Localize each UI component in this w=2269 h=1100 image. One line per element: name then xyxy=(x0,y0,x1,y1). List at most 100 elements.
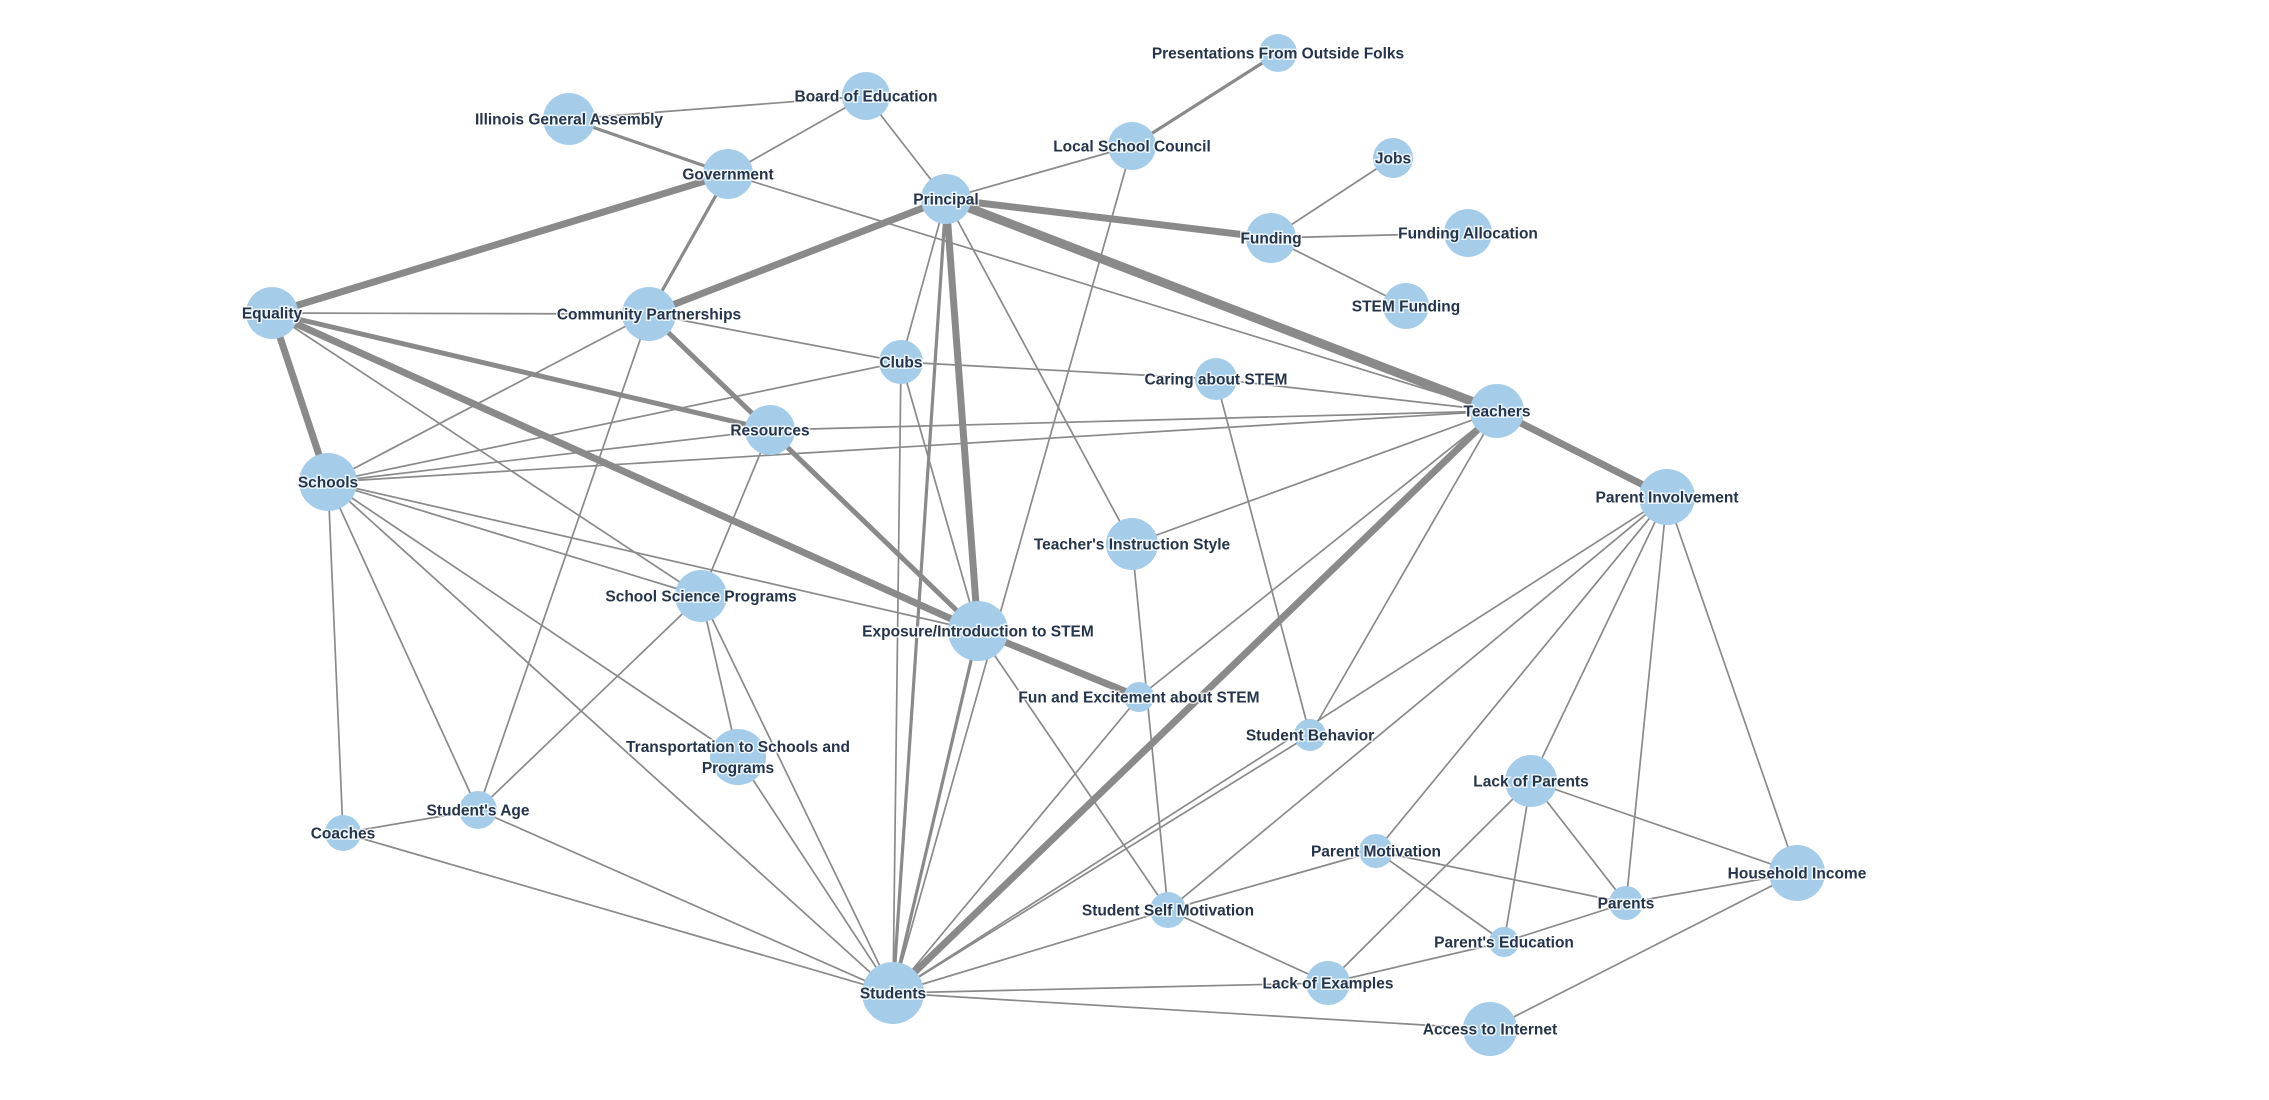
graph-edge xyxy=(1131,543,1169,911)
graph-node[interactable] xyxy=(1246,213,1296,263)
graph-edge xyxy=(327,481,979,632)
graph-node[interactable] xyxy=(675,570,727,622)
graph-edge xyxy=(900,361,1217,380)
graph-edge xyxy=(1503,780,1532,943)
graph-edge xyxy=(892,496,1668,994)
graph-edge xyxy=(727,173,1498,412)
graph-edge xyxy=(268,309,982,635)
graph-edge xyxy=(892,992,1491,1030)
graph-edge xyxy=(1167,496,1668,911)
graph-node[interactable] xyxy=(1463,1002,1517,1056)
graph-node[interactable] xyxy=(1609,886,1643,920)
graph-node[interactable] xyxy=(325,815,361,851)
graph-edge xyxy=(945,198,1133,545)
graph-edge xyxy=(268,170,732,317)
graph-node[interactable] xyxy=(1294,719,1326,751)
node-layer xyxy=(246,34,1825,1056)
graph-edge xyxy=(1138,410,1498,698)
graph-edge xyxy=(268,309,332,486)
graph-node[interactable] xyxy=(1769,845,1825,901)
graph-node[interactable] xyxy=(1489,927,1519,957)
graph-node[interactable] xyxy=(1195,358,1237,400)
graph-edge xyxy=(1530,780,1798,874)
graph-node[interactable] xyxy=(299,453,357,511)
graph-node[interactable] xyxy=(543,93,595,145)
graph-edge xyxy=(271,312,702,597)
graph-edge xyxy=(1489,872,1798,1030)
graph-edge xyxy=(327,481,739,758)
graph-edge xyxy=(327,481,894,994)
graph-edge xyxy=(892,145,1133,994)
graph-edge xyxy=(1167,909,1329,984)
graph-edge xyxy=(1309,410,1498,736)
graph-edge xyxy=(1215,378,1498,412)
graph-edge xyxy=(1270,232,1469,239)
graph-edge xyxy=(889,407,1501,997)
graph-node[interactable] xyxy=(1108,122,1156,170)
graph-edge xyxy=(1167,850,1377,911)
graph-node[interactable] xyxy=(948,601,1008,661)
graph-edge xyxy=(769,410,1498,431)
graph-edge xyxy=(1215,378,1311,736)
graph-edge xyxy=(1270,237,1407,307)
graph-edge xyxy=(1131,410,1498,545)
graph-edge xyxy=(567,117,730,176)
graph-edge xyxy=(941,194,1502,416)
graph-node[interactable] xyxy=(1106,518,1158,570)
graph-edge xyxy=(942,195,982,635)
graph-edge xyxy=(477,595,702,811)
graph-node[interactable] xyxy=(1639,469,1695,525)
graph-edge xyxy=(1493,407,1671,501)
graph-edge xyxy=(1130,51,1280,148)
graph-edge xyxy=(769,429,979,632)
graph-edge xyxy=(327,313,650,483)
graph-edge xyxy=(700,429,771,597)
graph-edge xyxy=(900,198,947,363)
graph-edge xyxy=(327,361,902,483)
graph-edge xyxy=(645,195,950,318)
graph-edge xyxy=(900,361,979,632)
graph-edge xyxy=(892,982,1329,994)
graph-node[interactable] xyxy=(1306,961,1350,1005)
graph-node[interactable] xyxy=(1359,834,1393,868)
graph-edge xyxy=(892,734,1311,994)
graph-edge xyxy=(1375,496,1668,852)
graph-node[interactable] xyxy=(710,729,766,785)
graph-edge xyxy=(271,312,650,315)
graph-edge xyxy=(891,197,948,995)
graph-node[interactable] xyxy=(703,149,753,199)
graph-node[interactable] xyxy=(1505,755,1557,807)
graph-node[interactable] xyxy=(622,287,676,341)
graph-node[interactable] xyxy=(459,791,497,829)
graph-edge xyxy=(892,909,1169,994)
graph-edge xyxy=(1327,941,1505,984)
graph-node[interactable] xyxy=(921,174,971,224)
graph-node[interactable] xyxy=(745,405,795,455)
graph-edge xyxy=(892,361,902,994)
graph-node[interactable] xyxy=(842,72,890,120)
graph-edge xyxy=(327,429,771,483)
graph-node[interactable] xyxy=(1259,34,1297,72)
graph-node[interactable] xyxy=(1124,682,1154,712)
graph-edge xyxy=(327,481,702,597)
graph-node[interactable] xyxy=(1444,209,1492,257)
graph-node[interactable] xyxy=(862,962,924,1024)
graph-edge xyxy=(737,756,894,994)
graph-node[interactable] xyxy=(1470,384,1524,438)
graph-edge xyxy=(1375,850,1627,904)
graph-edge xyxy=(892,696,1140,994)
graph-edge xyxy=(1625,872,1798,904)
graph-edge xyxy=(477,313,650,811)
graph-node[interactable] xyxy=(879,340,923,384)
graph-node[interactable] xyxy=(1383,283,1429,329)
graph-edge xyxy=(327,481,344,834)
graph-edge xyxy=(727,95,867,175)
graph-node[interactable] xyxy=(246,287,298,339)
graph-edge xyxy=(700,595,894,994)
graph-node[interactable] xyxy=(1373,138,1413,178)
graph-edge xyxy=(327,410,1498,483)
graph-edge xyxy=(477,809,894,994)
graph-node[interactable] xyxy=(1150,892,1186,928)
graph-edge xyxy=(269,310,773,433)
